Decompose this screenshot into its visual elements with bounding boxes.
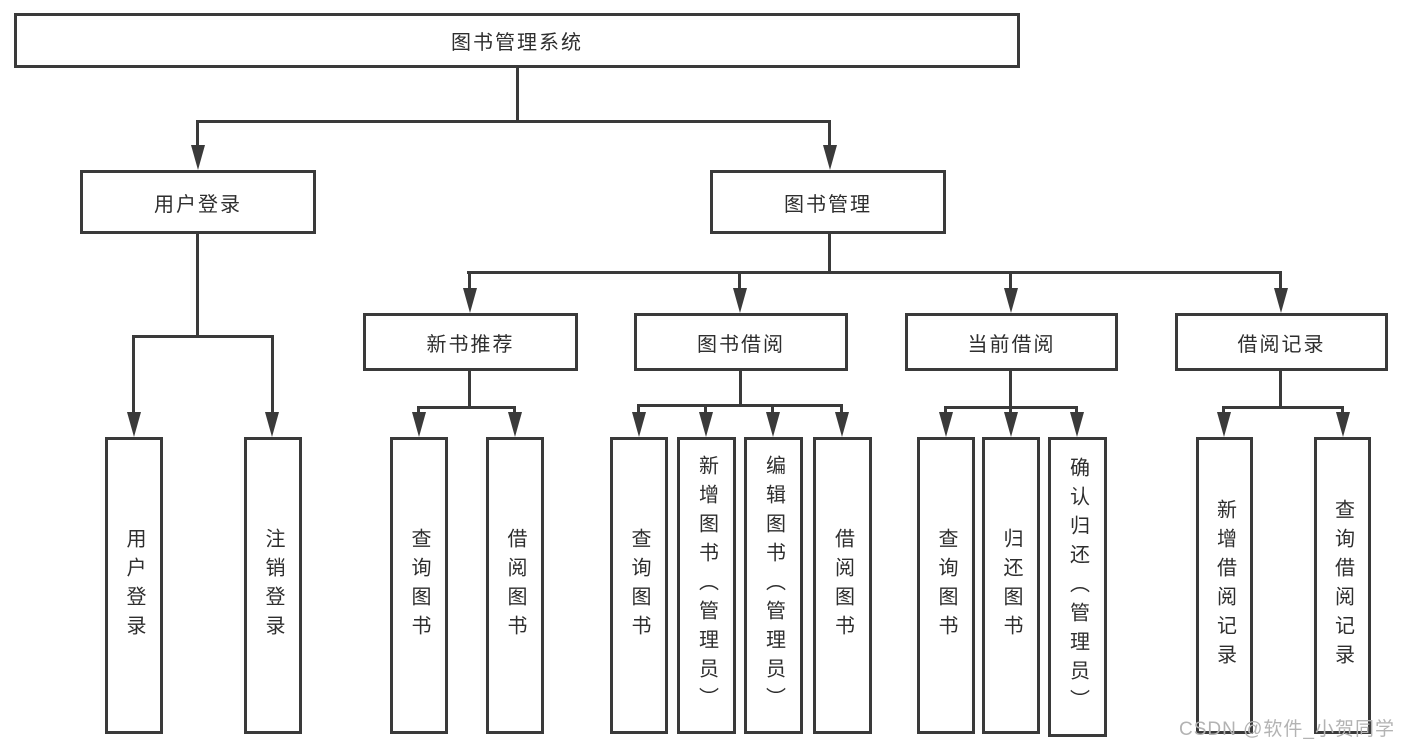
arrowhead-book-management-icon: [823, 145, 837, 170]
leaf-borrow-add-books-admin: 新增图书（管理员）: [677, 437, 736, 734]
arrowhead-bb-edit-icon: [766, 412, 780, 437]
leaf-user-login: 用户登录: [105, 437, 163, 734]
leaf-record-add-borrow-record: 新增借阅记录: [1196, 437, 1253, 734]
arrowhead-borrow-record-icon: [1274, 288, 1288, 313]
node-current-borrow: 当前借阅: [905, 313, 1118, 371]
arrowhead-cb-return-icon: [1004, 412, 1018, 437]
node-book-management: 图书管理: [710, 170, 946, 234]
connector-stub-leaf-logout: [271, 335, 274, 414]
connector-borrow-record-trunk: [1279, 371, 1282, 409]
connector-stub-cb-return: [1009, 406, 1012, 416]
connector-root-trunk: [516, 68, 519, 123]
node-user-login: 用户登录: [80, 170, 316, 234]
arrowhead-nb-borrow-icon: [508, 412, 522, 437]
arrowhead-br-add-icon: [1217, 412, 1231, 437]
arrowhead-bb-borrow-icon: [835, 412, 849, 437]
connector-stub-borrow-record: [1279, 271, 1282, 290]
arrowhead-leaf-login-icon: [127, 412, 141, 437]
connector-stub-nb-query: [417, 406, 420, 416]
arrowhead-leaf-logout-icon: [265, 412, 279, 437]
connector-new-book-trunk: [468, 371, 471, 409]
connector-stub-bb-query: [637, 404, 640, 416]
connector-stub-cb-confirm: [1075, 406, 1078, 416]
connector-user-login-trunk: [196, 234, 199, 338]
leaf-current-confirm-return-admin: 确认归还（管理员）: [1048, 437, 1107, 737]
leaf-current-query-books: 查询图书: [917, 437, 975, 734]
connector-stub-book-management: [828, 120, 831, 148]
connector-stub-br-query: [1341, 406, 1344, 416]
connector-stub-bb-edit: [771, 404, 774, 416]
arrowhead-nb-query-icon: [412, 412, 426, 437]
leaf-current-return-books: 归还图书: [982, 437, 1040, 734]
connector-user-login-split: [133, 335, 274, 338]
leaf-borrow-query-books: 查询图书: [610, 437, 668, 734]
connector-root-split: [197, 120, 831, 123]
arrowhead-bb-add-icon: [699, 412, 713, 437]
connector-new-book-split: [418, 406, 516, 409]
connector-stub-bb-add: [704, 404, 707, 416]
connector-stub-bb-borrow: [840, 404, 843, 416]
connector-stub-cb-query: [944, 406, 947, 416]
connector-stub-leaf-login: [132, 335, 135, 414]
csdn-watermark: CSDN @软件_小贺同学: [1179, 719, 1395, 740]
connector-stub-current-borrow: [1009, 271, 1012, 290]
connector-stub-new-book: [468, 271, 471, 290]
connector-book-borrow-trunk: [739, 371, 742, 407]
arrowhead-br-query-icon: [1336, 412, 1350, 437]
connector-stub-br-add: [1222, 406, 1225, 416]
connector-stub-nb-borrow: [513, 406, 516, 416]
connector-book-management-split: [467, 271, 1281, 274]
leaf-borrow-borrow-books: 借阅图书: [813, 437, 872, 734]
arrowhead-current-borrow-icon: [1004, 288, 1018, 313]
arrowhead-user-login-icon: [191, 145, 205, 170]
connector-stub-book-borrow: [738, 271, 741, 290]
connector-current-borrow-trunk: [1009, 371, 1012, 409]
node-new-book-recommend: 新书推荐: [363, 313, 578, 371]
leaf-record-query-borrow-record: 查询借阅记录: [1314, 437, 1371, 734]
connector-book-management-trunk: [828, 234, 831, 273]
leaf-newbook-query-books: 查询图书: [390, 437, 448, 734]
arrowhead-cb-query-icon: [939, 412, 953, 437]
connector-stub-user-login: [196, 120, 199, 148]
arrowhead-cb-confirm-icon: [1070, 412, 1084, 437]
arrowhead-bb-query-icon: [632, 412, 646, 437]
node-borrow-record: 借阅记录: [1175, 313, 1388, 371]
arrowhead-new-book-icon: [463, 288, 477, 313]
leaf-borrow-edit-books-admin: 编辑图书（管理员）: [744, 437, 803, 734]
node-book-borrow: 图书借阅: [634, 313, 848, 371]
leaf-newbook-borrow-books: 借阅图书: [486, 437, 544, 734]
node-root: 图书管理系统: [14, 13, 1020, 68]
connector-book-borrow-split: [638, 404, 843, 407]
connector-borrow-record-split: [1223, 406, 1344, 409]
arrowhead-book-borrow-icon: [733, 288, 747, 313]
leaf-logout: 注销登录: [244, 437, 302, 734]
